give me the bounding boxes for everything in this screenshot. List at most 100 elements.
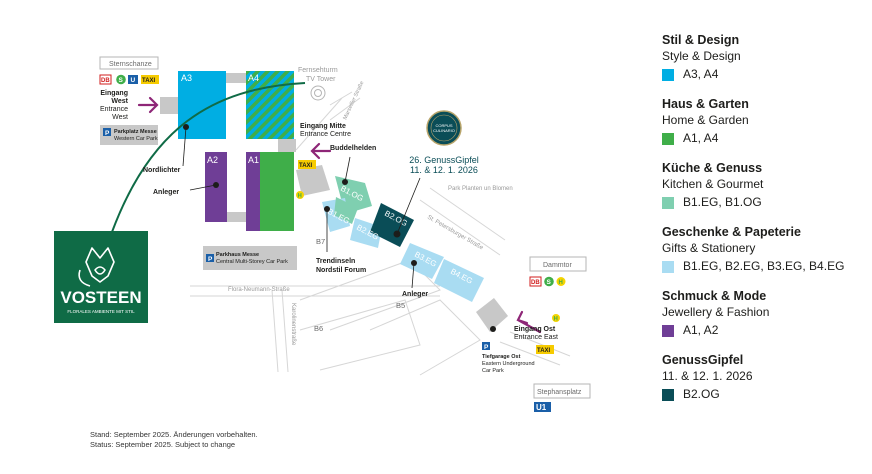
- legend-title-en: Kitchen & Gourmet: [662, 177, 764, 191]
- legend-row: A1, A4: [662, 131, 867, 146]
- label-b6: B6: [314, 324, 323, 333]
- street-karolinenstrasse: Karolinenstraße: [290, 303, 296, 346]
- legend-swatch: [662, 196, 674, 209]
- legend-title-de: Küche & Genuss: [662, 161, 763, 175]
- svg-text:S: S: [119, 77, 124, 84]
- logo-connector: [111, 82, 306, 233]
- svg-text:TAXI: TAXI: [537, 348, 551, 354]
- hall-b1-eg2: [334, 197, 358, 224]
- legend-halls: B1.EG, B2.EG, B3.EG, B4.EG: [683, 259, 845, 273]
- legend-row: A1, A2: [662, 323, 867, 338]
- legend-swatch: [662, 68, 674, 81]
- svg-text:DB: DB: [101, 78, 110, 84]
- svg-text:CULINARIO: CULINARIO: [433, 128, 455, 133]
- legend-swatch: [662, 132, 674, 145]
- svg-text:U1: U1: [536, 403, 547, 412]
- legend-title-en: Style & Design: [662, 49, 741, 63]
- svg-text:H: H: [298, 194, 302, 200]
- svg-text:DB: DB: [531, 280, 540, 286]
- bus-stop-mitte: H: [296, 191, 304, 200]
- legend-swatch: [662, 260, 674, 273]
- label-b5: B5: [396, 301, 405, 310]
- label-nordlichter: Nordlichter: [143, 167, 181, 174]
- svg-text:U: U: [131, 77, 136, 84]
- svg-text:P: P: [484, 344, 489, 351]
- arrow-west: [137, 96, 159, 114]
- label-anleger-2: Anleger: [402, 291, 428, 298]
- passage-mitte: [278, 139, 294, 152]
- hall-a4: [246, 71, 294, 139]
- footer-line-en: Status: September 2025. Subject to chang…: [90, 440, 236, 449]
- label-a1: A1: [248, 155, 259, 165]
- legend-title-de: Schmuck & Mode: [662, 289, 767, 303]
- footer-line-de: Stand: September 2025. Änderungen vorbeh…: [90, 430, 258, 439]
- svg-text:VOSTEEN: VOSTEEN: [60, 288, 141, 307]
- legend-title-en: Jewellery & Fashion: [662, 305, 770, 319]
- place-stephansplatz: Stephansplatz: [537, 389, 582, 396]
- legend-title-de: GenussGipfel: [662, 353, 744, 367]
- legend-title-en: 11. & 12. 1. 2026: [662, 369, 753, 383]
- legend-halls: B1.EG, B1.OG: [683, 195, 762, 209]
- legend-row: B1.EG, B1.OG: [662, 195, 867, 210]
- svg-text:TAXI: TAXI: [142, 78, 156, 84]
- taxi-mitte: TAXI: [298, 160, 316, 169]
- street-flora-neumann: Flora-Neumann-Straße: [228, 287, 290, 293]
- hall-b4-eg: [434, 259, 484, 302]
- footer: Stand: September 2025. Änderungen vorbeh…: [90, 430, 258, 450]
- svg-text:CORPUS: CORPUS: [435, 123, 452, 128]
- place-dammtor: Dammtor: [543, 262, 572, 269]
- svg-text:H: H: [554, 317, 558, 323]
- label-b7: B7: [316, 237, 325, 246]
- legend-swatch: [662, 388, 674, 401]
- label-anleger-1: Anleger: [153, 189, 179, 196]
- hall-b3-eg: [400, 243, 444, 279]
- bus-stop-ost: H: [552, 314, 560, 323]
- label-park: Park Planten un Blomen: [448, 186, 513, 192]
- label-a2: A2: [207, 155, 218, 165]
- place-sternschanze: Sternschanze: [109, 61, 152, 68]
- legend-swatch: [662, 324, 674, 337]
- tv-tower-label-de: Fernsehturm: [298, 67, 338, 74]
- legend-halls: A1, A4: [683, 131, 719, 145]
- legend-halls: A1, A2: [683, 323, 719, 337]
- street-marseiller: Marseiller Straße: [342, 80, 365, 120]
- legend-title-en: Home & Garden: [662, 113, 749, 127]
- legend-halls: A3, A4: [683, 67, 719, 81]
- legend-row: B2.OG: [662, 387, 867, 402]
- arrow-ost: [516, 310, 542, 334]
- svg-text:P: P: [105, 130, 110, 137]
- hall-b2-og: [370, 203, 414, 247]
- label-a4: A4: [248, 73, 259, 83]
- grey-buildings: [100, 73, 508, 332]
- svg-text:S: S: [547, 279, 552, 286]
- hall-a1-purple: [246, 152, 260, 231]
- label-a3: A3: [181, 73, 192, 83]
- u1-badge: U1: [534, 402, 551, 412]
- taxi-ost: TAXI: [536, 345, 554, 354]
- svg-text:TAXI: TAXI: [299, 163, 313, 169]
- fairground-map: A3 A4 A2 A1 B1.OG B1.EG B2.EG B2.OG B3.E…: [54, 56, 591, 412]
- legend-title-de: Haus & Garten: [662, 97, 749, 111]
- tv-tower-label-en: TV Tower: [306, 76, 336, 83]
- streets: [190, 91, 571, 376]
- transit-sternschanze: DB S U TAXI: [99, 74, 159, 85]
- legend-halls: B2.OG: [683, 387, 720, 401]
- label-buddelhelden: Buddelhelden: [330, 145, 376, 152]
- svg-text:H: H: [559, 280, 563, 286]
